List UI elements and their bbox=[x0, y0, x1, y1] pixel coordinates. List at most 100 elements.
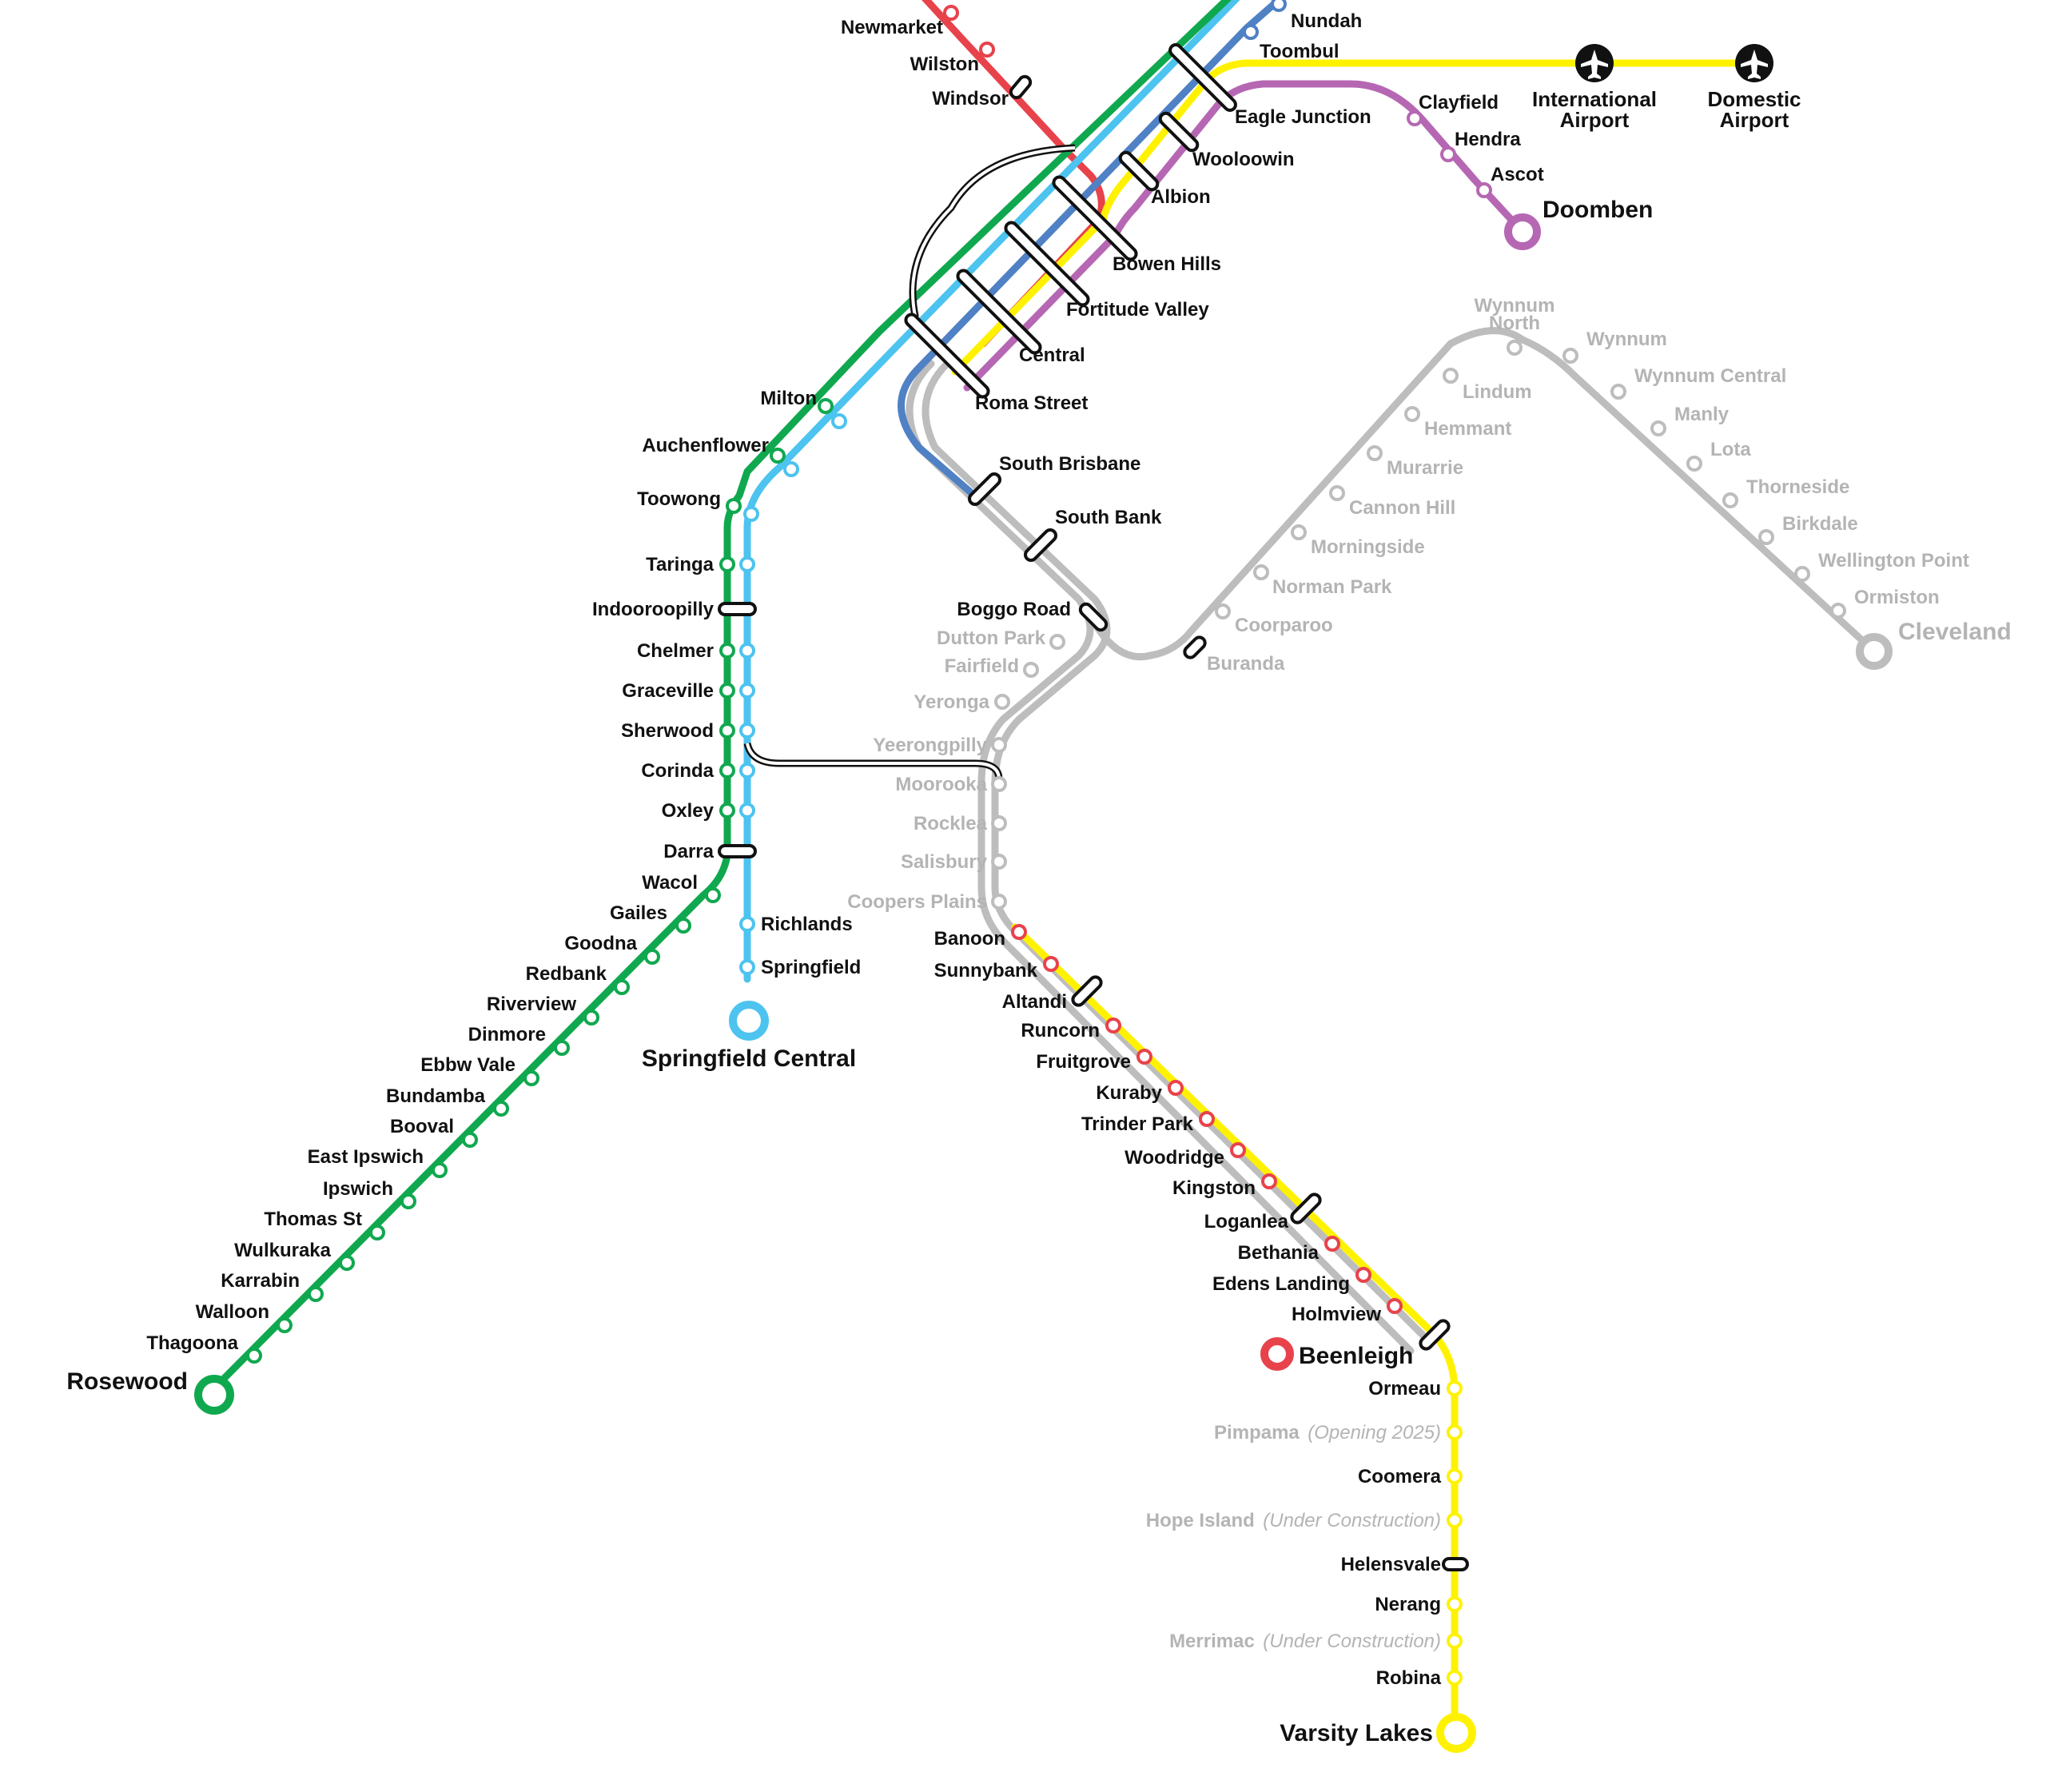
station-label-murarrie[interactable]: Murarrie bbox=[1387, 457, 1463, 479]
station-marker-fruitgrove[interactable] bbox=[1136, 1049, 1152, 1065]
station-marker-cleveland[interactable] bbox=[1856, 633, 1893, 670]
station-label-wooloowin[interactable]: Wooloowin bbox=[1192, 149, 1295, 170]
station-label-karrabin[interactable]: Karrabin bbox=[221, 1270, 300, 1292]
station-marker-indooroopilly[interactable] bbox=[718, 602, 757, 616]
station-label-wynnum-north[interactable]: Wynnum bbox=[1475, 295, 1555, 317]
station-marker-corinda-2[interactable] bbox=[739, 763, 755, 779]
station-marker-milton-2[interactable] bbox=[831, 413, 847, 429]
station-marker-nundah[interactable] bbox=[1271, 0, 1287, 12]
station-marker-bowen-hills[interactable] bbox=[1052, 175, 1139, 262]
station-label-merrimac[interactable]: Merrimac bbox=[1169, 1631, 1255, 1652]
station-label-salisbury[interactable]: Salisbury bbox=[901, 851, 988, 873]
station-label-bowen-hills[interactable]: Bowen Hills bbox=[1113, 253, 1221, 275]
station-marker-sherwood[interactable] bbox=[719, 723, 735, 739]
station-marker-banoon[interactable] bbox=[1011, 924, 1027, 940]
station-label-rosewood[interactable]: Rosewood bbox=[66, 1368, 188, 1395]
station-marker-salisbury[interactable] bbox=[991, 854, 1007, 870]
station-marker-ormiston[interactable] bbox=[1830, 603, 1846, 619]
station-marker-pimpama[interactable] bbox=[1447, 1424, 1463, 1440]
station-marker-oxley[interactable] bbox=[719, 802, 735, 818]
station-label-sherwood[interactable]: Sherwood bbox=[621, 720, 714, 742]
station-label-domestic-airport-2[interactable]: Airport bbox=[1720, 108, 1789, 132]
station-label-banoon[interactable]: Banoon bbox=[934, 928, 1005, 950]
station-label-ormeau[interactable]: Ormeau bbox=[1368, 1378, 1441, 1400]
station-label-corinda[interactable]: Corinda bbox=[641, 760, 714, 782]
station-marker-beenleigh[interactable] bbox=[1260, 1337, 1294, 1371]
station-marker-merrimac[interactable] bbox=[1447, 1633, 1463, 1649]
station-label-fairfield[interactable]: Fairfield bbox=[945, 655, 1019, 677]
station-marker-yeronga[interactable] bbox=[994, 694, 1010, 710]
station-marker-auchenflower[interactable] bbox=[770, 448, 786, 464]
station-marker-hope-island[interactable] bbox=[1447, 1512, 1463, 1528]
station-marker-kingston[interactable] bbox=[1261, 1173, 1277, 1189]
station-marker-goodna[interactable] bbox=[644, 949, 660, 965]
station-label-wilston[interactable]: Wilston bbox=[910, 54, 979, 75]
station-label-clayfield[interactable]: Clayfield bbox=[1419, 92, 1499, 113]
station-marker-dinmore[interactable] bbox=[554, 1040, 570, 1056]
station-label-fruitgrove[interactable]: Fruitgrove bbox=[1036, 1051, 1131, 1073]
station-marker-wynnum[interactable] bbox=[1562, 348, 1578, 364]
station-marker-manly[interactable] bbox=[1650, 420, 1666, 436]
station-marker-hemmant[interactable] bbox=[1404, 406, 1420, 422]
station-marker-wynnum-central[interactable] bbox=[1610, 384, 1626, 400]
station-marker-coopers-plains[interactable] bbox=[991, 894, 1007, 910]
station-marker-fortitude-valley[interactable] bbox=[1004, 221, 1091, 308]
station-marker-moorooka[interactable] bbox=[991, 776, 1007, 792]
station-label-wulkuraka[interactable]: Wulkuraka bbox=[234, 1240, 332, 1261]
station-label-birkdale[interactable]: Birkdale bbox=[1782, 513, 1858, 535]
station-marker-south-bank[interactable] bbox=[1023, 528, 1058, 563]
station-label-gailes[interactable]: Gailes bbox=[610, 902, 667, 924]
station-label-cleveland[interactable]: Cleveland bbox=[1898, 619, 2012, 645]
station-label-coopers-plains[interactable]: Coopers Plains bbox=[847, 891, 987, 913]
station-label-redbank[interactable]: Redbank bbox=[526, 963, 607, 985]
station-label-hope-island[interactable]: Hope Island bbox=[1146, 1510, 1255, 1531]
station-label-wynnum-north-2[interactable]: North bbox=[1489, 313, 1540, 334]
station-label-fortitude-valley[interactable]: Fortitude Valley bbox=[1066, 299, 1209, 321]
station-label-trinder-park[interactable]: Trinder Park bbox=[1081, 1113, 1194, 1135]
station-label-coorparoo[interactable]: Coorparoo bbox=[1235, 615, 1333, 636]
station-marker-wynnum-north[interactable] bbox=[1507, 340, 1523, 356]
station-marker-bundamba[interactable] bbox=[493, 1101, 509, 1117]
station-label-oxley[interactable]: Oxley bbox=[662, 800, 715, 822]
station-marker-loganlea[interactable] bbox=[1289, 1192, 1322, 1225]
station-marker-newmarket[interactable] bbox=[943, 5, 959, 21]
station-marker-roma-street[interactable] bbox=[904, 313, 991, 400]
station-marker-central[interactable] bbox=[956, 269, 1043, 356]
station-label-wynnum-central[interactable]: Wynnum Central bbox=[1634, 365, 1786, 387]
station-marker-walloon[interactable] bbox=[277, 1317, 293, 1333]
station-label-springfield-central[interactable]: Springfield Central bbox=[642, 1045, 856, 1072]
station-label-robina[interactable]: Robina bbox=[1376, 1667, 1442, 1689]
station-label-richlands[interactable]: Richlands bbox=[761, 914, 853, 935]
station-marker-kuraby[interactable] bbox=[1168, 1080, 1184, 1096]
station-label-yeronga[interactable]: Yeronga bbox=[914, 691, 989, 713]
station-label-pimpama[interactable]: Pimpama bbox=[1214, 1422, 1300, 1444]
station-marker-thagoona[interactable] bbox=[246, 1348, 262, 1364]
station-label-rocklea[interactable]: Rocklea bbox=[914, 813, 988, 834]
station-label-ormiston[interactable]: Ormiston bbox=[1854, 587, 1940, 608]
station-label-holmview[interactable]: Holmview bbox=[1292, 1304, 1381, 1325]
station-label-taringa[interactable]: Taringa bbox=[646, 554, 715, 575]
station-marker-redbank[interactable] bbox=[614, 979, 630, 995]
station-marker-rosewood[interactable] bbox=[194, 1375, 234, 1415]
station-label-international-airport-2[interactable]: Airport bbox=[1560, 108, 1630, 132]
station-marker-doomben[interactable] bbox=[1504, 213, 1541, 250]
station-marker-holmview[interactable] bbox=[1387, 1298, 1403, 1314]
station-label-hendra[interactable]: Hendra bbox=[1455, 129, 1521, 150]
station-marker-cannon-hill[interactable] bbox=[1329, 485, 1345, 501]
station-label-buranda[interactable]: Buranda bbox=[1207, 653, 1285, 675]
station-label-wellington-point[interactable]: Wellington Point bbox=[1818, 550, 1969, 571]
station-marker-ebbw-vale[interactable] bbox=[523, 1070, 539, 1086]
station-label-bundamba[interactable]: Bundamba bbox=[386, 1085, 486, 1107]
station-label-yeerongpilly[interactable]: Yeerongpilly bbox=[873, 735, 987, 756]
station-label-windsor[interactable]: Windsor bbox=[932, 88, 1009, 110]
station-label-eagle-junction[interactable]: Eagle Junction bbox=[1235, 106, 1371, 128]
station-label-thomas-st[interactable]: Thomas St bbox=[264, 1209, 362, 1230]
station-marker-wulkuraka[interactable] bbox=[339, 1255, 355, 1271]
station-label-thorneside[interactable]: Thorneside bbox=[1746, 476, 1849, 498]
station-label-kingston[interactable]: Kingston bbox=[1172, 1177, 1256, 1199]
station-label-beenleigh[interactable]: Beenleigh bbox=[1299, 1343, 1413, 1369]
station-label-darra[interactable]: Darra bbox=[663, 841, 714, 862]
station-label-wacol[interactable]: Wacol bbox=[642, 872, 698, 894]
station-label-dutton-park[interactable]: Dutton Park bbox=[937, 627, 1046, 649]
station-marker-birkdale[interactable] bbox=[1758, 529, 1774, 545]
